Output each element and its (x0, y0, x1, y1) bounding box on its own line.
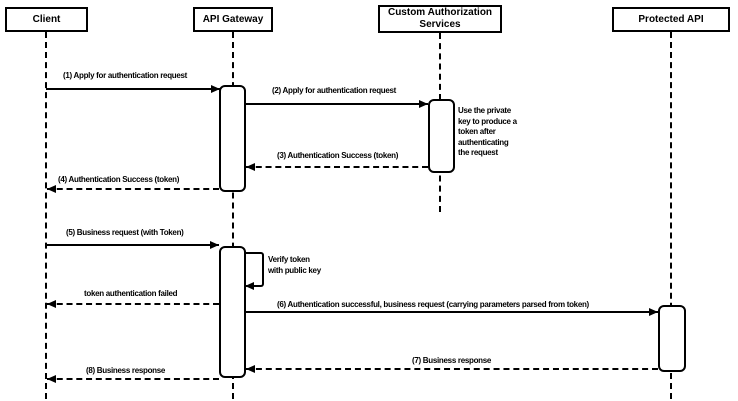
arrowhead (419, 100, 428, 108)
arrow-line (246, 166, 428, 168)
lifeline-api-gateway (232, 32, 234, 399)
activation-custom-authorization-services (428, 99, 455, 173)
message-label-4: (4) Authentication Success (token) (58, 175, 180, 184)
arrowhead (649, 308, 658, 316)
arrowhead (245, 282, 254, 290)
arrowhead (210, 241, 219, 249)
arrow-line (246, 103, 428, 105)
arrow-line (47, 378, 219, 380)
message-label-1: (1) Apply for authentication request (63, 71, 188, 80)
lifeline-protected-api (670, 32, 672, 399)
self-message-arrow-verify-token (245, 252, 264, 287)
note-private-key: Use the private key to produce a token a… (458, 106, 517, 157)
arrowhead (47, 300, 56, 308)
arrow-line (47, 188, 219, 190)
arrow-line (47, 303, 219, 305)
arrowhead (47, 185, 56, 193)
arrowhead (211, 85, 220, 93)
participant-custom-authorization-services: Custom Authorization Services (378, 5, 502, 33)
arrow-line (246, 368, 658, 370)
activation-api-gateway-business (219, 246, 246, 378)
participant-api-gateway: API Gateway (193, 7, 273, 32)
message-label-3: (3) Authentication Success (token) (277, 151, 399, 160)
arrowhead (47, 375, 56, 383)
message-label-2: (2) Apply for authentication request (272, 86, 397, 95)
arrow-line (246, 311, 658, 313)
arrowhead (246, 163, 255, 171)
activation-protected-api (658, 305, 686, 372)
arrow-line (46, 88, 220, 90)
participant-client: Client (5, 7, 88, 32)
activation-api-gateway-auth (219, 85, 246, 192)
arrow-line (46, 244, 219, 246)
message-label-6: (6) Authentication successful, business … (277, 300, 589, 309)
message-label-8: (8) Business response (86, 366, 166, 375)
self-message-label-verify-token: Verify token with public key (268, 255, 321, 275)
lifeline-client (45, 32, 47, 399)
message-label-7: (7) Business response (412, 356, 492, 365)
arrowhead (246, 365, 255, 373)
participant-protected-api: Protected API (612, 7, 730, 32)
message-label-token-failed: token authentication failed (84, 289, 178, 298)
message-label-5: (5) Business request (with Token) (66, 228, 184, 237)
